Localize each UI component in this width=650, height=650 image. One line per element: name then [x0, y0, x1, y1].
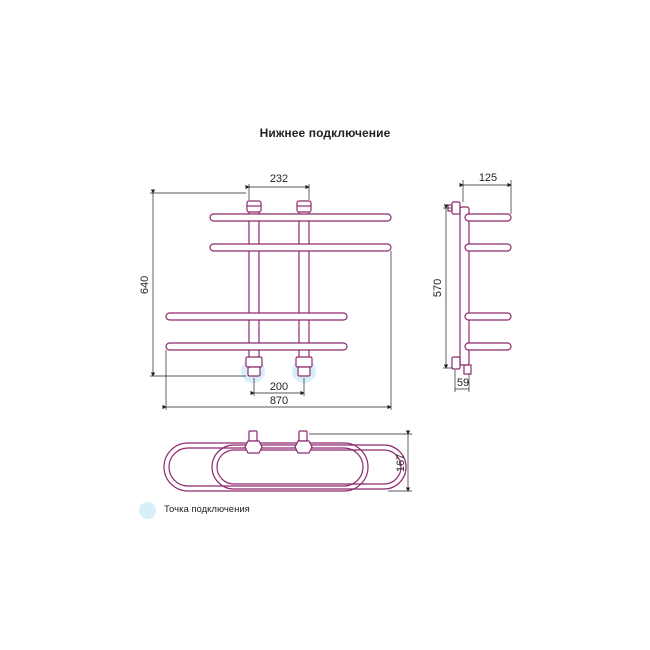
- diagram-title: Нижнее подключение: [259, 126, 391, 140]
- vertical-risers: [248, 202, 310, 364]
- bar-1: [209, 213, 392, 222]
- dim-232-label: 232: [270, 173, 288, 185]
- dim-232-lines: [245, 184, 310, 200]
- loop-outer-1: [163, 442, 369, 492]
- dim-59-label: 59: [457, 377, 469, 389]
- dim-570-label: 570: [432, 279, 444, 297]
- dim-570-lines: [443, 204, 452, 369]
- dim-59-lines: [454, 370, 470, 392]
- side-bars: [464, 213, 512, 351]
- bottom-view: 167: [163, 430, 412, 492]
- dim-640-label: 640: [139, 276, 151, 294]
- loop-inner-2: [216, 449, 402, 485]
- bottom-connectors: [245, 356, 313, 377]
- dim-125-lines: [459, 180, 512, 214]
- bottom-view-connectors: [244, 430, 313, 454]
- bar-3: [165, 312, 348, 321]
- dim-167-label: 167: [395, 454, 407, 472]
- loop-inner-1: [168, 447, 364, 487]
- horizontal-bars: [165, 213, 392, 351]
- top-caps: [246, 200, 312, 213]
- dim-870-label: 870: [270, 395, 288, 407]
- front-view: 232 640 200 870: [139, 173, 392, 410]
- bar-4: [165, 342, 348, 351]
- dim-167-lines: [309, 430, 412, 492]
- dim-200-lines: [250, 378, 305, 396]
- legend-connection-dot: [139, 502, 156, 519]
- bar-2: [209, 243, 392, 252]
- side-riser: [459, 206, 470, 366]
- side-view: 125 570 59: [432, 172, 512, 392]
- dim-125-label: 125: [479, 172, 497, 184]
- dim-870-lines: [162, 251, 392, 410]
- legend-label: Точка подключения: [164, 504, 250, 515]
- dim-200-label: 200: [270, 381, 288, 393]
- loop-outer-2: [211, 444, 407, 490]
